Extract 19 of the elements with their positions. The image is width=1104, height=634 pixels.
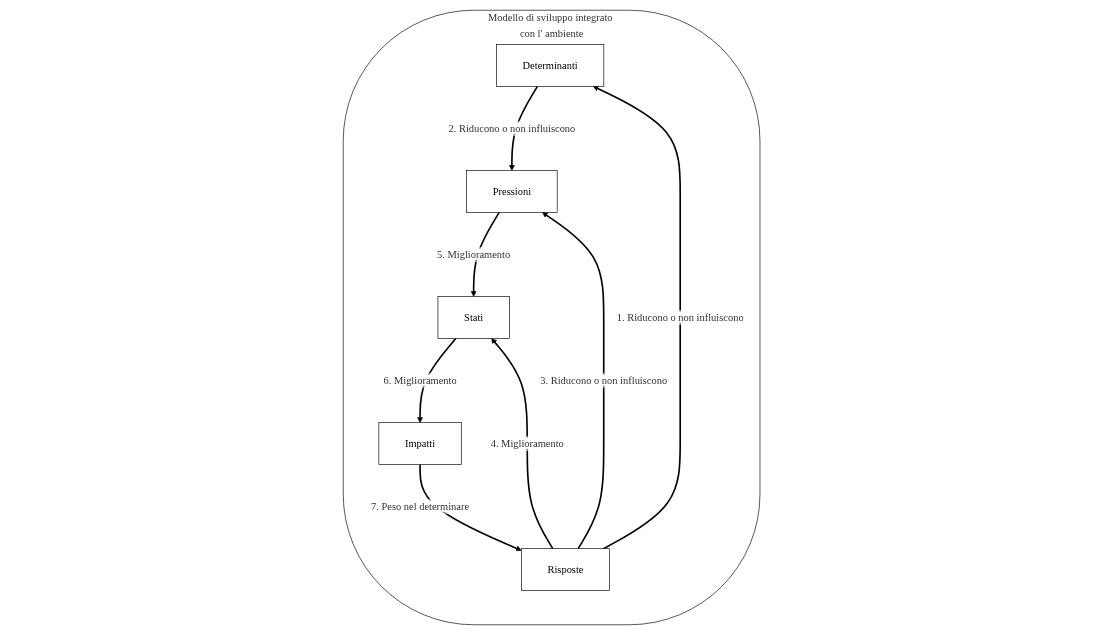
edge-label: 5. Miglioramento [437, 248, 511, 260]
node-box: Pressioni [466, 169, 558, 213]
arrow [593, 85, 682, 549]
edge-label: 1. Riducono o non influiscono [617, 311, 745, 323]
arrow [417, 337, 458, 423]
node-box: Stati [438, 295, 511, 339]
arrow [509, 85, 539, 171]
edge-label: 6. Miglioramento [383, 374, 458, 386]
node-box: Impatti [378, 421, 462, 465]
arrow [419, 463, 522, 551]
arrow [471, 211, 501, 297]
node-box: Risposte [521, 547, 611, 591]
node-box: Determinanti [496, 43, 605, 87]
edge-label: 7. Peso nel determinare [371, 500, 470, 512]
edge-label: 2. Riducono o non influiscono [448, 122, 576, 134]
arrow [542, 211, 605, 549]
arrow [491, 337, 554, 549]
edge-label: 3. Riducono o non influiscono [540, 374, 668, 386]
edge-label: 4. Miglioramento [491, 437, 565, 449]
